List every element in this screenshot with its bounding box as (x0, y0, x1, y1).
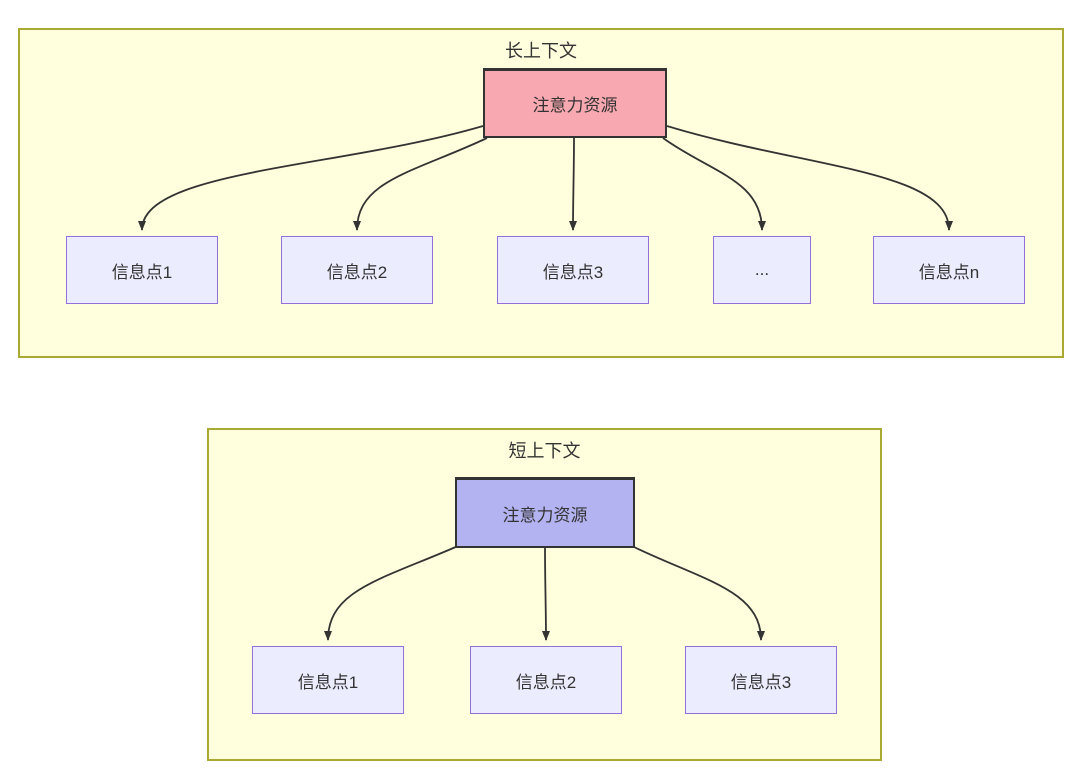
cluster-long-context-title: 长上下文 (505, 41, 577, 61)
info-node-short-2[interactable]: 信息点2 (470, 646, 622, 714)
info-node-long-2[interactable]: 信息点2 (281, 236, 433, 304)
info-node-long-3[interactable]: 信息点3 (497, 236, 649, 304)
info-node-long-ellipsis[interactable]: ... (713, 236, 811, 304)
info-node-short-1[interactable]: 信息点1 (252, 646, 404, 714)
cluster-short-context-title: 短上下文 (508, 441, 581, 461)
info-node-long-n[interactable]: 信息点n (873, 236, 1025, 304)
info-node-long-1[interactable]: 信息点1 (66, 236, 218, 304)
attention-node-long[interactable]: 注意力资源 (483, 68, 667, 138)
info-node-short-3[interactable]: 信息点3 (685, 646, 837, 714)
attention-node-short[interactable]: 注意力资源 (455, 477, 635, 548)
